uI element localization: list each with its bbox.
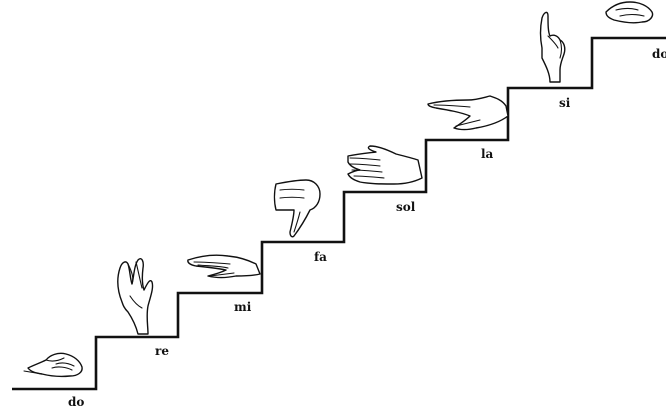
- index-up-hand-icon: [539, 11, 566, 83]
- label-sol: sol: [396, 200, 416, 214]
- fist-hand-icon: [23, 352, 83, 378]
- forward-flat-hand-icon: [347, 145, 423, 185]
- palm-down-pointing-hand-icon: [427, 95, 509, 131]
- thumb-down-hand-icon: [273, 179, 321, 238]
- raised-flat-hand-icon: [117, 258, 154, 335]
- fist-hand-icon: [605, 1, 654, 24]
- staircase: [12, 36, 666, 391]
- label-mi: mi: [234, 300, 252, 314]
- label-fa: fa: [314, 250, 327, 264]
- label-do-high: do: [652, 47, 666, 61]
- flat-palm-down-hand-icon: [187, 254, 261, 279]
- label-re: re: [155, 344, 169, 358]
- label-la: la: [481, 147, 494, 161]
- label-do-low: do: [68, 395, 84, 409]
- label-si: si: [559, 96, 571, 110]
